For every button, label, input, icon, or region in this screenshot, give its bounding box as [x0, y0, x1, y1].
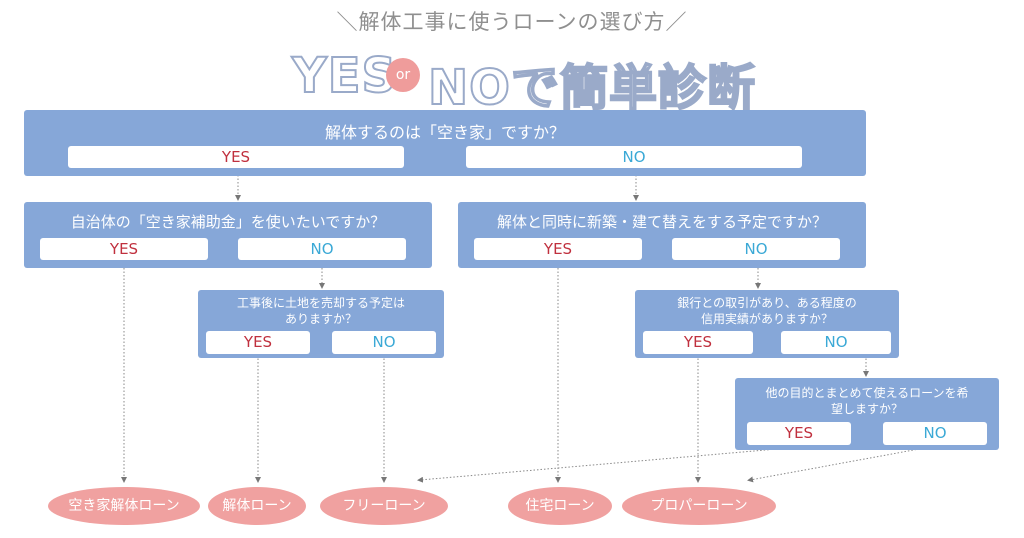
page-title: YES or NOで簡単診断 [0, 44, 1024, 117]
question-4-yes-button[interactable]: YES [206, 331, 310, 354]
question-5-text-line2: 信用実績がありますか？ [700, 312, 833, 326]
result-free-loan: フリーローン [320, 487, 448, 525]
question-3-box: 解体と同時に新築・建て替えをする予定ですか？ YES NO [458, 202, 866, 268]
question-4-text-line1: 工事後に土地を売却する予定は [236, 296, 405, 310]
question-4-box: 工事後に土地を売却する予定は ありますか？ YES NO [198, 290, 444, 358]
question-1-text: 解体するのは「空き家」ですか？ [324, 123, 565, 142]
question-2-text: 自治体の「空き家補助金」を使いたいですか？ [70, 213, 386, 231]
question-6-text-line1: 他の目的とまとめて使えるローンを希 [765, 386, 969, 400]
title-yes: YES [291, 47, 398, 105]
question-5-no-button[interactable]: NO [781, 331, 891, 354]
question-1-box: 解体するのは「空き家」ですか？ YES NO [24, 110, 866, 176]
question-2-no-button[interactable]: NO [238, 238, 406, 260]
question-2-box: 自治体の「空き家補助金」を使いたいですか？ YES NO [24, 202, 432, 268]
question-6-box: 他の目的とまとめて使えるローンを希 望しますか？ YES NO [735, 378, 999, 450]
question-6-text-line2: 望しますか？ [830, 402, 903, 416]
result-kaitai-loan: 解体ローン [208, 487, 306, 525]
question-3-yes-button[interactable]: YES [474, 238, 642, 260]
title-or-badge: or [386, 58, 420, 92]
question-1-no-button[interactable]: NO [466, 146, 802, 168]
question-6-no-button[interactable]: NO [883, 422, 987, 445]
result-proper-loan: プロパーローン [622, 487, 776, 525]
page-subtitle: ＼解体工事に使うローンの選び方／ [336, 10, 688, 34]
question-5-text-line1: 銀行との取引があり、ある程度の [677, 296, 857, 310]
question-5-box: 銀行との取引があり、ある程度の 信用実績がありますか？ YES NO [635, 290, 899, 358]
question-4-text-line2: ありますか？ [284, 312, 357, 326]
question-3-no-button[interactable]: NO [672, 238, 840, 260]
question-3-text: 解体と同時に新築・建て替えをする予定ですか？ [496, 213, 827, 231]
result-akiya-kaitai-loan: 空き家解体ローン [48, 487, 200, 525]
question-2-yes-button[interactable]: YES [40, 238, 208, 260]
question-1-yes-button[interactable]: YES [68, 146, 404, 168]
question-4-no-button[interactable]: NO [332, 331, 436, 354]
result-jutaku-loan: 住宅ローン [508, 487, 612, 525]
title-no-text: NOで簡単診断 [427, 59, 756, 117]
question-6-yes-button[interactable]: YES [747, 422, 851, 445]
question-5-yes-button[interactable]: YES [643, 331, 753, 354]
